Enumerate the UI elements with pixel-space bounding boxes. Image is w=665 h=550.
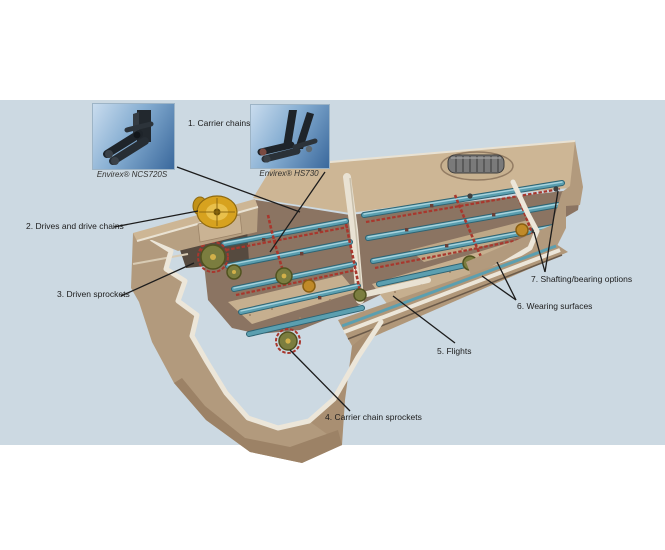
flights-bay1 xyxy=(221,218,365,337)
carrier-chain-photo-hs730 xyxy=(257,110,318,163)
chain-sprockets xyxy=(200,186,559,351)
callout-label-carrier-chain-sprockets: 4. Carrier chain sprockets xyxy=(325,412,422,422)
product-photo-ncs720s xyxy=(92,103,175,170)
near-wall-band xyxy=(338,244,568,346)
carrier-chain-photo-ncs720s xyxy=(103,110,154,165)
callout-label-carrier-chains: 1. Carrier chains xyxy=(188,118,251,128)
inset-caption-ncs720s: Envirex® NCS720S xyxy=(96,170,168,179)
motor-unit xyxy=(440,151,514,181)
callout-label-shafting-bearing-options: 7. Shafting/bearing options xyxy=(531,274,633,284)
callout-label-drives-and-drive-chains: 2. Drives and drive chains xyxy=(26,221,124,231)
drive-unit xyxy=(192,195,243,243)
rail-fittings xyxy=(262,204,496,300)
callout-lines xyxy=(113,166,559,412)
callout-label-flights: 5. Flights xyxy=(437,346,472,356)
inset-caption-hs730: Envirex® HS730 xyxy=(259,169,319,178)
product-photo-hs730 xyxy=(250,104,330,169)
callout-label-wearing-surfaces: 6. Wearing surfaces xyxy=(517,301,593,311)
callout-label-driven-sprockets: 3. Driven sprockets xyxy=(57,289,130,299)
